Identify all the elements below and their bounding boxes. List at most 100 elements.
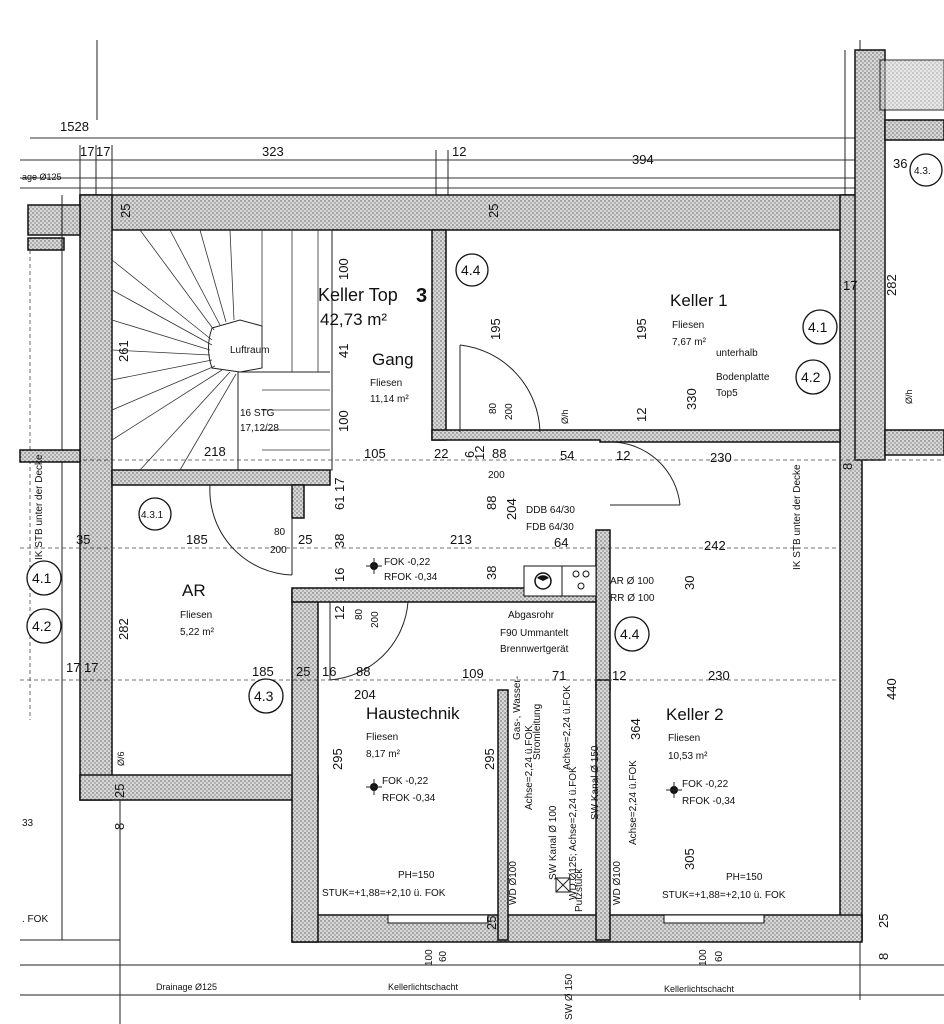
level-marker: FOK -0,22 RFOK -0,34 — [366, 557, 438, 583]
dim: 6 — [462, 451, 477, 458]
keller2-area: 10,53 m² — [668, 751, 708, 762]
window-notes: PH=150 STUK=+1,88=+2,10 ü. FOK PH=150 ST… — [322, 870, 786, 924]
svg-text:4.3.1: 4.3.1 — [141, 510, 164, 521]
sw-150-label: SW Ø 150 — [564, 973, 575, 1020]
dim: 60 — [438, 950, 449, 962]
top-area: 42,73 m² — [320, 310, 387, 329]
haust-note-4: SW Kanal Ø 100 — [548, 805, 559, 880]
haustechnik-name: Haustechnik — [366, 704, 460, 723]
dim: 25 — [298, 532, 312, 547]
gang-name: Gang — [372, 350, 414, 369]
dim: 200 — [270, 545, 287, 556]
dim: 22 — [434, 446, 448, 461]
dim: 204 — [504, 498, 519, 520]
dim: 195 — [488, 318, 503, 340]
detail-markers: 4.4 4.1 4.2 4.3.1 4.1 4.2 4.3 4.4 4.3. — [26, 153, 943, 714]
marker-4-2-right: 4.2 — [795, 359, 831, 395]
marker-4-4-top: 4.4 — [455, 253, 489, 287]
abgas-label-2: F90 Ummantelt — [500, 628, 569, 639]
dim: 12 — [332, 606, 347, 620]
room-labels: Keller Top 3 42,73 m² Gang Fliesen 11,14… — [180, 285, 770, 762]
haust-note-8: Putzstück — [574, 868, 585, 912]
keller1-note3: Top5 — [716, 388, 738, 399]
haust-note-1: Gas-, Wasser- — [512, 676, 523, 740]
svg-text:RFOK -0,34: RFOK -0,34 — [382, 793, 436, 804]
dim: Ø/h — [904, 389, 914, 404]
dim: 12 — [616, 448, 630, 463]
stuk-right: STUK=+1,88=+2,10 ü. FOK — [662, 890, 786, 901]
dim: 17 — [332, 478, 347, 492]
dim: 12 — [634, 408, 649, 422]
dim: 200 — [370, 611, 381, 628]
svg-text:FOK -0,22: FOK -0,22 — [382, 776, 429, 787]
ar-floor: Fliesen — [180, 610, 212, 621]
dim: 88 — [492, 446, 506, 461]
marker-4-1-left: 4.1 — [26, 560, 62, 596]
top-title: Keller Top — [318, 285, 398, 305]
dim: 88 — [356, 664, 370, 679]
svg-text:4.1: 4.1 — [808, 319, 828, 335]
haust-note-9: WD Ø100 — [508, 861, 519, 905]
keller1-note1: unterhalb — [716, 348, 758, 359]
marker-4-3: 4.3 — [248, 678, 284, 714]
haust-note-10: WD Ø100 — [612, 861, 623, 905]
dim: Ø/6 — [116, 751, 126, 766]
dim: 100 — [336, 258, 351, 280]
level-marker: FOK -0,22 RFOK -0,34 — [666, 779, 736, 807]
dim: 295 — [482, 748, 497, 770]
dim: 295 — [330, 748, 345, 770]
dim: 80 — [274, 527, 286, 538]
haust-note-5: Achse=2,24 ü.FOK — [562, 685, 573, 770]
marker-4-4-mid: 4.4 — [614, 616, 650, 652]
dim: 282 — [116, 618, 131, 640]
dim: 35 — [76, 532, 90, 547]
drainage-label-bottom: Drainage Ø125 — [156, 982, 217, 992]
svg-text:4.3: 4.3 — [254, 688, 274, 704]
luftraum-label: Luftraum — [230, 345, 269, 356]
dim: 305 — [682, 848, 697, 870]
dim: 30 — [682, 576, 697, 590]
svg-text:RFOK -0,34: RFOK -0,34 — [682, 796, 736, 807]
svg-text:RFOK -0,34: RFOK -0,34 — [384, 572, 438, 583]
dim: 38 — [332, 534, 347, 548]
svg-text:4.4: 4.4 — [461, 262, 481, 278]
haust-note-7: SW Kanal Ø 150 — [590, 745, 601, 820]
haustechnik-floor: Fliesen — [366, 732, 398, 743]
level-markers: FOK -0,22 RFOK -0,34 FOK -0,22 RFOK -0,3… — [366, 557, 736, 807]
dim: 200 — [488, 470, 505, 481]
dim: 261 — [116, 340, 131, 362]
dim: 213 — [450, 532, 472, 547]
dim: 195 — [634, 318, 649, 340]
ar-area: 5,22 m² — [180, 627, 215, 638]
dim: 25 — [484, 916, 499, 930]
level-marker: FOK -0,22 RFOK -0,34 — [366, 776, 436, 804]
svg-text:4.3.: 4.3. — [914, 166, 931, 177]
marker-4-2-left: 4.2 — [26, 608, 62, 644]
dim: 185 — [252, 664, 274, 679]
keller2-name: Keller 2 — [666, 705, 724, 724]
svg-text:4.2: 4.2 — [801, 369, 821, 385]
ddb-label: DDB 64/30 — [526, 505, 575, 516]
shaft-label-left: Kellerlichtschacht — [388, 982, 459, 992]
dim: 330 — [684, 388, 699, 410]
dim: 17 — [843, 278, 857, 293]
dim: 12 — [612, 668, 626, 683]
dim: 25 — [118, 204, 133, 218]
marker-4-3-topright: 4.3. — [909, 153, 943, 187]
haust-note-11: Achse=2,24 ü.FOK — [628, 760, 639, 845]
dim-17-left: 17 — [80, 144, 94, 159]
ph-left: PH=150 — [398, 870, 435, 881]
dim: 38 — [484, 566, 499, 580]
svg-text:4.4: 4.4 — [620, 626, 640, 642]
dim-12: 12 — [452, 144, 466, 159]
keller1-name: Keller 1 — [670, 291, 728, 310]
outer-guide-lines — [19, 195, 944, 1024]
haustechnik-area: 8,17 m² — [366, 749, 401, 760]
dim-323: 323 — [262, 144, 284, 159]
drainage-label-top: age Ø125 — [22, 172, 62, 182]
shaft-label-right: Kellerlichtschacht — [664, 984, 735, 994]
side-label-left: IK STB unter der Decke — [34, 454, 45, 560]
dim-36: 36 — [893, 156, 907, 171]
dim: 242 — [704, 538, 726, 553]
